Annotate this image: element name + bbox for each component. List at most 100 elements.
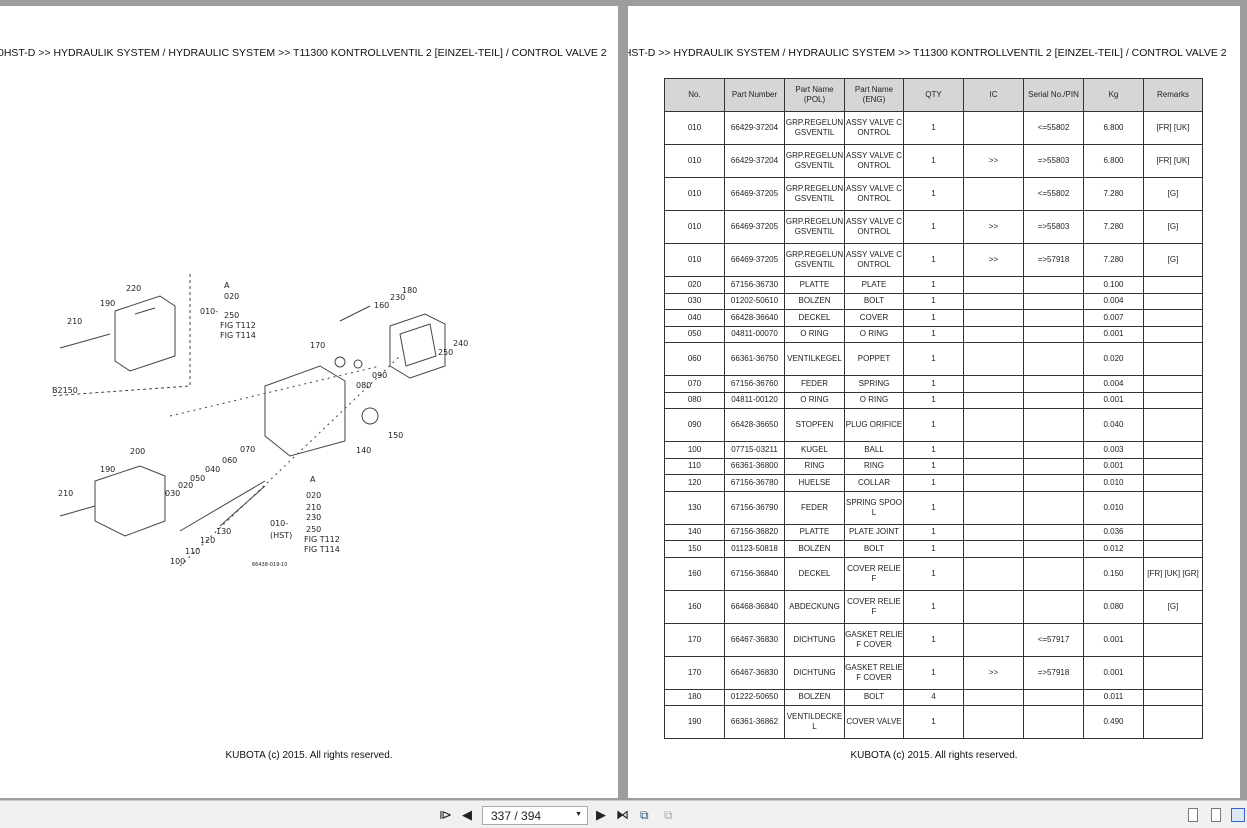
cell-serial [1023,292,1084,310]
cell-part-number: 67156-36790 [724,490,785,525]
continuous-view-icon[interactable] [1211,808,1221,822]
svg-text:130: 130 [216,527,231,536]
svg-text:100: 100 [170,557,185,566]
cell-name-pol: VENTILDECKEL [784,705,845,739]
cell-name-eng: O RING [844,391,904,409]
cell-remarks [1143,688,1203,706]
cell-serial [1023,309,1084,327]
cell-serial [1023,705,1084,739]
cell-name-eng: PLATE JOINT [844,523,904,541]
cell-name-pol: O RING [784,325,845,343]
cell-remarks [1143,391,1203,409]
cell-kg: 0.004 [1083,292,1144,310]
svg-text:010-: 010- [270,519,288,528]
cell-no: 010 [664,210,725,244]
cell-name-pol: FEDER [784,490,845,525]
two-page-view-icon[interactable] [1231,808,1245,822]
cell-name-eng: ASSY VALVE CONTROL [844,111,904,145]
svg-text:210: 210 [306,503,321,512]
cell-serial: <=55802 [1023,177,1084,211]
first-page-button[interactable]: ⧐ [439,807,452,822]
cell-no: 150 [664,540,725,558]
cell-part-number: 01222-50650 [724,688,785,706]
cell-qty: 4 [903,688,964,706]
cell-part-number: 67156-36820 [724,523,785,541]
cell-part-number: 66361-36800 [724,457,785,475]
cell-no: 110 [664,457,725,475]
cell-serial [1023,457,1084,475]
cell-kg: 0.040 [1083,408,1144,442]
single-page-view-icon[interactable] [1188,808,1198,822]
cell-serial [1023,325,1084,343]
cell-qty: 1 [903,342,964,376]
cell-kg: 7.280 [1083,243,1144,277]
cell-remarks [1143,309,1203,327]
cell-remarks [1143,375,1203,393]
cell-name-eng: BALL [844,441,904,459]
svg-text:190: 190 [100,299,115,308]
cell-name-pol: GRP.REGELUNGSVENTIL [784,210,845,244]
cell-ic: >> [963,144,1024,178]
cell-kg: 0.010 [1083,490,1144,525]
cell-no: 070 [664,375,725,393]
svg-text:020: 020 [224,292,239,301]
cell-ic [963,408,1024,442]
cell-name-pol: VENTILKEGEL [784,342,845,376]
cell-serial: =>57918 [1023,655,1084,690]
cell-kg: 0.011 [1083,688,1144,706]
column-header: Kg [1083,78,1144,112]
cell-serial [1023,589,1084,624]
paste-page-icon[interactable]: ⧉ [664,808,673,822]
cell-name-eng: BOLT [844,688,904,706]
svg-text:070: 070 [240,445,255,454]
cell-part-number: 66467-36830 [724,655,785,690]
cell-name-eng: COVER RELIEF [844,589,904,624]
cell-name-pol: RING [784,457,845,475]
cell-ic: >> [963,210,1024,244]
cell-remarks: [G] [1143,589,1203,624]
cell-name-pol: BOLZEN [784,540,845,558]
cell-qty: 1 [903,705,964,739]
cell-remarks [1143,523,1203,541]
next-page-button[interactable]: ▶ [596,807,606,822]
last-page-button[interactable]: ⧑ [616,807,629,822]
cell-no: 100 [664,441,725,459]
cell-remarks [1143,655,1203,690]
column-header: Part Name (POL) [784,78,845,112]
callout-labels: 220 190 210 B2150 010- 020 250 FIG T112 … [52,281,468,568]
cell-name-eng: PLATE [844,276,904,294]
cell-part-number: 66361-36862 [724,705,785,739]
previous-page-button[interactable]: ◀ [462,807,472,822]
cell-remarks: [FR] [UK] [GR] [1143,556,1203,591]
page-number-select[interactable]: 337 / 394▼ [482,806,588,825]
cell-ic [963,325,1024,343]
column-header: Remarks [1143,78,1203,112]
cell-serial [1023,342,1084,376]
cell-name-eng: BOLT [844,292,904,310]
page-number: 337 / 394 [491,809,542,823]
cell-kg: 7.280 [1083,177,1144,211]
cell-ic [963,375,1024,393]
svg-text:200: 200 [130,447,145,456]
cell-part-number: 66468-36840 [724,589,785,624]
cell-remarks [1143,441,1203,459]
cell-name-eng: ASSY VALVE CONTROL [844,210,904,244]
cell-name-eng: COLLAR [844,474,904,492]
column-header: IC [963,78,1024,112]
svg-text:080: 080 [356,381,371,390]
svg-text:(HST): (HST) [270,531,292,540]
svg-text:B2150: B2150 [52,386,78,395]
breadcrumb: 0HST-D >> HYDRAULIK SYSTEM / HYDRAULIC S… [628,47,1227,59]
svg-text:220: 220 [126,284,141,293]
cell-name-eng: COVER VALVE [844,705,904,739]
copy-page-icon[interactable]: ⧉ [640,808,649,822]
cell-kg: 0.012 [1083,540,1144,558]
